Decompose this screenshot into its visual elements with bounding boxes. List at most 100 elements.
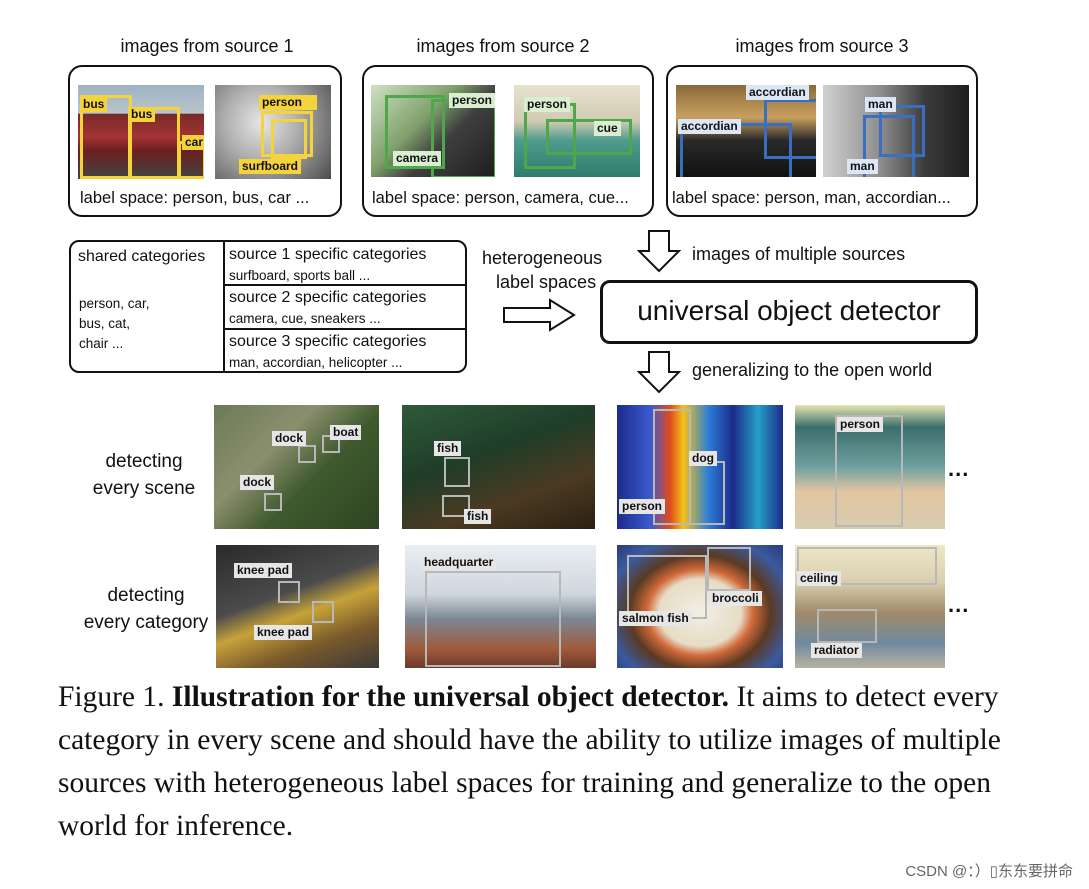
bounding-box	[835, 415, 903, 527]
object-label: boat	[330, 425, 362, 440]
bounding-box	[764, 99, 816, 159]
ellipsis: ...	[948, 456, 970, 481]
object-label: bus	[80, 97, 108, 112]
bounding-box	[817, 609, 877, 643]
heterogeneous-label-line2: label spaces	[496, 272, 597, 292]
bounding-box	[261, 111, 313, 157]
multiple-sources-text: images of multiple sources	[692, 244, 906, 264]
underwater-fish-image: fish fish	[402, 405, 595, 529]
row-label-line: detecting	[107, 585, 185, 606]
object-label: dock	[272, 431, 307, 446]
bounding-box	[797, 547, 937, 585]
bounding-box	[425, 571, 561, 667]
thermal-image: dog person	[617, 405, 783, 529]
object-label: camera	[393, 151, 442, 166]
camera-image: person camera	[371, 85, 495, 177]
caption-bold: Illustration for the universal object de…	[171, 681, 730, 713]
object-label: person	[837, 417, 884, 432]
row-label-line: every scene	[92, 478, 196, 499]
object-label: person	[619, 499, 666, 514]
object-label: accordian	[746, 85, 809, 100]
object-label: knee pad	[254, 625, 313, 640]
shared-categories-item: person, car,	[79, 296, 150, 311]
billiard-image: person cue	[514, 85, 640, 177]
specific-categories-title: source 1 specific categories	[229, 246, 427, 263]
source-3-box: accordian accordian man man label space:…	[666, 65, 978, 217]
surf-image: person surfboard	[215, 85, 331, 179]
universal-detector-box: universal object detector	[600, 280, 978, 344]
aerial-dock-image: dock boat dock	[214, 405, 379, 529]
object-label: car	[182, 135, 204, 150]
bounding-box	[278, 581, 300, 603]
down-arrow-icon	[637, 230, 681, 273]
object-label: accordian	[678, 119, 741, 134]
object-label: man	[865, 97, 896, 112]
bounding-box	[385, 95, 445, 169]
building-image: headquarter	[405, 545, 596, 668]
specific-categories-items: man, accordian, helicopter ...	[229, 355, 403, 370]
row-label: detecting every category	[78, 582, 214, 636]
food-plate-image: broccoli salmon fish	[617, 545, 783, 668]
specific-categories-title: source 2 specific categories	[229, 289, 427, 306]
source-2-box: person camera person cue label space: pe…	[362, 65, 654, 217]
generalizing-text: generalizing to the open world	[692, 360, 933, 380]
object-label: knee pad	[234, 563, 293, 578]
object-label: broccoli	[709, 591, 762, 606]
room-image: ceiling radiator	[795, 545, 945, 668]
caption-prefix: Figure 1.	[58, 681, 165, 713]
bounding-box	[863, 115, 915, 177]
object-label: bus	[128, 107, 156, 122]
bounding-box	[707, 547, 751, 591]
heterogeneous-label-line1: heterogeneous	[482, 248, 603, 268]
source-2-title: images from source 2	[416, 36, 590, 56]
bus-image: bus bus car	[78, 85, 204, 179]
object-label: man	[847, 159, 878, 174]
object-label: dog	[689, 451, 717, 466]
object-label: person	[524, 97, 571, 112]
ellipsis: ...	[948, 592, 970, 617]
object-label: dock	[240, 475, 275, 490]
table-divider	[223, 328, 465, 330]
bounding-box	[689, 461, 725, 525]
shared-categories-item: chair ...	[79, 336, 124, 351]
object-label: person	[449, 93, 495, 108]
cartoon-image: person	[795, 405, 945, 529]
man-image: man man	[823, 85, 969, 177]
bounding-box	[312, 601, 334, 623]
label-space-text: label space: person, man, accordian...	[672, 189, 951, 207]
skater-image: knee pad knee pad	[216, 545, 379, 668]
universal-detector-label: universal object detector	[637, 295, 941, 326]
object-label: fish	[464, 509, 492, 524]
watermark: CSDN @：）▯东东要拼命	[905, 863, 1073, 880]
bounding-box	[546, 119, 632, 155]
bounding-box	[879, 105, 925, 157]
bounding-box	[264, 493, 282, 511]
shared-categories-title: shared categories	[78, 248, 206, 265]
right-arrow-icon	[503, 298, 576, 332]
source-3-title: images from source 3	[735, 36, 909, 56]
table-divider-vertical	[223, 242, 225, 371]
object-label: ceiling	[797, 571, 842, 586]
row-label-line: detecting	[105, 451, 183, 472]
object-label: surfboard	[239, 159, 302, 174]
object-label: fish	[434, 441, 462, 456]
category-table: shared categories person, car, bus, cat,…	[69, 240, 467, 373]
accordion-image: accordian accordian	[676, 85, 816, 177]
bounding-box	[442, 495, 470, 517]
object-label: cue	[594, 121, 621, 136]
label-space-text: label space: person, bus, car ...	[80, 189, 310, 207]
bounding-box	[298, 445, 316, 463]
specific-categories-items: surfboard, sports ball ...	[229, 268, 371, 283]
bounding-box	[627, 555, 707, 619]
shared-categories-item: bus, cat,	[79, 316, 131, 331]
specific-categories-items: camera, cue, sneakers ...	[229, 311, 381, 326]
bounding-box	[271, 119, 307, 159]
down-arrow-icon	[637, 351, 681, 394]
table-divider	[223, 284, 465, 286]
caption-text: It aims to detect every category in ever…	[58, 681, 1001, 842]
object-label: salmon fish	[619, 611, 692, 626]
object-label: person	[259, 95, 317, 110]
object-label: headquarter	[421, 555, 497, 570]
source-1-box: bus bus car person surfboard label space…	[68, 65, 342, 217]
figure-caption: Figure 1. Illustration for the universal…	[58, 676, 1038, 848]
